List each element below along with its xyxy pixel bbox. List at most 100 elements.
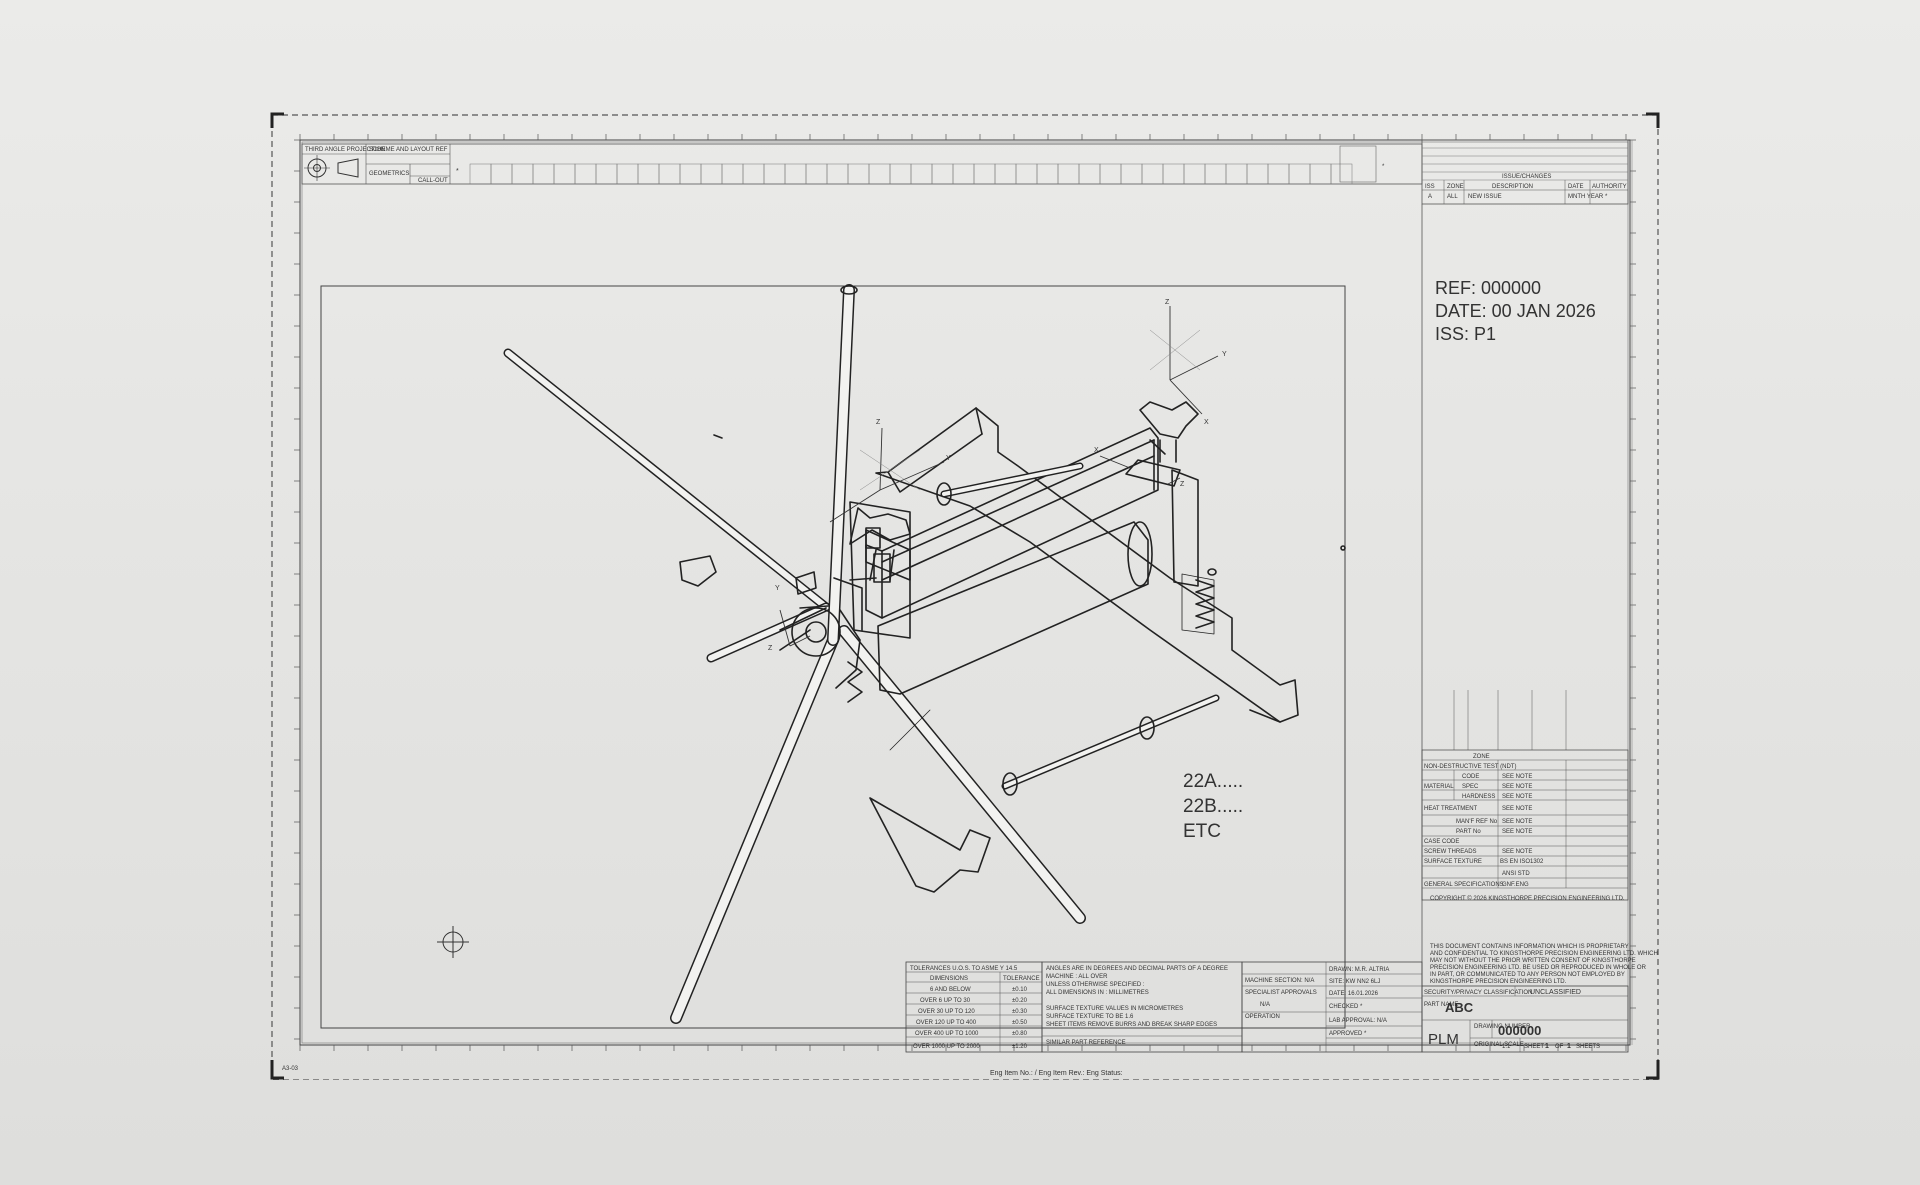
disclaimer-line: MAY NOT WITHOUT THE PRIOR WRITTEN CONSEN…: [1430, 958, 1636, 964]
axis-x-mid: X: [1094, 447, 1099, 454]
tolerance-row-value: ±0.10: [1012, 987, 1028, 993]
drawing-svg: THIRD ANGLE PROJECTION SCHEME AND LAYOUT…: [270, 112, 1660, 1081]
tolerance-row-value: ±0.30: [1012, 1009, 1028, 1015]
partno-value: SEE NOTE: [1502, 829, 1532, 835]
geometric-callout-cell: [1078, 163, 1101, 185]
geometric-callout-cell: [532, 163, 555, 185]
of-label: OF: [1555, 1044, 1564, 1050]
heat-value: SEE NOTE: [1502, 806, 1532, 812]
issue-row-iss: A: [1428, 194, 1432, 200]
part-name-label: PART NAME: [1424, 1002, 1458, 1008]
scheme-label: SCHEME AND LAYOUT REF: [369, 147, 448, 153]
geometric-callout-cell: [889, 163, 912, 185]
material-label: MATERIAL: [1424, 784, 1454, 790]
geometric-callout-cell: [1225, 163, 1248, 185]
geometric-callout-cell: [595, 163, 618, 185]
axis-z-left: Z: [876, 419, 881, 426]
approvals-block: MACHINE SECTION: N/A SPECIALIST APPROVAL…: [1241, 961, 1423, 1053]
geometric-callout-cell: [511, 163, 534, 185]
zone-label: ZONE: [1473, 754, 1490, 760]
operation-label: OPERATION: [1245, 1014, 1280, 1020]
geometric-callout-cell: [1246, 163, 1269, 185]
geometric-callout-cell: [679, 163, 702, 185]
geometric-callout-cell: [763, 163, 786, 185]
material-table: ZONE NON-DESTRUCTIVE TEST (NDT) MATERIAL…: [1421, 690, 1629, 901]
tolerance-row-value: ±0.50: [1012, 1020, 1028, 1026]
geometric-callout-cell: [1120, 163, 1143, 185]
geometric-callout-cell: [490, 163, 513, 185]
geometric-callout-cell: [1288, 163, 1311, 185]
top-bar: THIRD ANGLE PROJECTION SCHEME AND LAYOUT…: [301, 143, 1423, 185]
screw-threads-label: SCREW THREADS: [1424, 849, 1477, 855]
disclaimer-line: AND CONFIDENTIAL TO KINGSTHORPE PRECISIO…: [1430, 951, 1658, 957]
hardness-value: SEE NOTE: [1502, 794, 1532, 800]
issue-header-date: DATE: [1568, 184, 1584, 190]
annotation-line-3: ETC: [1183, 821, 1221, 842]
view-frame: [320, 285, 1346, 1029]
geometric-callout-cell: [637, 163, 660, 185]
geometric-callout-cell: [973, 163, 996, 185]
drawing-number: 000000: [1498, 1023, 1541, 1038]
code-label: CODE: [1462, 774, 1479, 780]
part-name: ABC: [1445, 1000, 1474, 1015]
callout-label: CALL-OUT: [418, 178, 448, 184]
case-code-label: CASE CODE: [1424, 839, 1459, 845]
security-value: UNCLASSIFIED: [1530, 989, 1581, 996]
tolerance-row-dimension: OVER 120 UP TO 400: [916, 1020, 977, 1026]
surface-texture-label: SURFACE TEXTURE: [1424, 859, 1482, 865]
mnfr-label: MAN'F REF No: [1456, 819, 1498, 825]
drawing-sheet: THIRD ANGLE PROJECTION SCHEME AND LAYOUT…: [270, 110, 1660, 1081]
issue-row-date: MNTH YEAR: [1568, 194, 1604, 200]
issue-header-description: DESCRIPTION: [1492, 184, 1533, 190]
outer-dashed-border: [271, 114, 1659, 1081]
axis-y-hub: Y: [775, 585, 780, 592]
machine-section: MACHINE SECTION: N/A: [1245, 978, 1314, 984]
geometric-callout-cell: [1267, 163, 1290, 185]
tolerance-row-dimension: OVER 6 UP TO 30: [920, 998, 971, 1004]
copyright: COPYRIGHT © 2026 KINGSTHORPE PRECISION E…: [1430, 895, 1625, 902]
annotation-line-1: 22A.....: [1183, 771, 1243, 792]
eng-item-footer: Eng Item No.: / Eng Item Rev.: Eng Statu…: [990, 1070, 1123, 1077]
geometric-callout-cell: [1162, 163, 1185, 185]
geometric-callout-cell: [1036, 163, 1059, 185]
top-bar-star: *: [456, 168, 459, 175]
geometric-callout-cell: [868, 163, 891, 185]
geometric-callout-cell: [553, 163, 576, 185]
geometric-callout-cell: [1309, 163, 1332, 185]
issue-header-iss: ISS: [1425, 184, 1435, 190]
disclaimer-line: KINGSTHORPE PRECISION ENGINEERING LTD.: [1430, 979, 1567, 985]
axis-z-top: Z: [1165, 299, 1170, 306]
issue-header-zone: ZONE: [1447, 184, 1464, 190]
note-line: ANGLES ARE IN DEGREES AND DECIMAL PARTS …: [1046, 966, 1228, 972]
note-line: MACHINE : ALL OVER: [1046, 974, 1108, 980]
tolerance-row-value: ±1.20: [1012, 1044, 1028, 1050]
axis-z-hub: Z: [768, 645, 773, 652]
sheet-label: SHEET: [1524, 1044, 1544, 1050]
note-line: SHEET ITEMS REMOVE BURRS AND BREAK SHARP…: [1046, 1022, 1217, 1028]
surface-value: BS EN ISO1302: [1500, 859, 1544, 865]
ndt-label: NON-DESTRUCTIVE TEST (NDT): [1424, 764, 1516, 770]
spec-label: SPEC: [1462, 784, 1479, 790]
checked: CHECKED *: [1329, 1004, 1363, 1010]
annotation-line-2: 22B.....: [1183, 796, 1243, 817]
geometric-callout-cell: [1141, 163, 1164, 185]
geometric-callout-cell: [742, 163, 765, 185]
disclaimer-line: IN PART, OR COMMUNICATED TO ANY PERSON N…: [1430, 972, 1625, 978]
drawn-by: DRAWN: M.R. ALTRIA: [1329, 967, 1389, 973]
code-value: SEE NOTE: [1502, 774, 1532, 780]
tolerance-row-dimension: OVER 30 UP TO 120: [918, 1009, 975, 1015]
axis-y-top: Y: [1222, 351, 1227, 358]
tolerance-table: TOLERANCES U.O.S. TO ASME Y 14.5 DIMENSI…: [905, 961, 1043, 1053]
hardness-label: HARDNESS: [1462, 794, 1495, 800]
axis-y-left: Y: [946, 455, 951, 462]
drawing-number-label: DRAWING NUMBER: [1474, 1024, 1531, 1030]
note-line: ALL DIMENSIONS IN : MILLIMETRES: [1046, 990, 1149, 996]
issue-row-zone: ALL: [1447, 194, 1458, 200]
specialist-na: N/A: [1260, 1002, 1270, 1008]
note-line: SURFACE TEXTURE VALUES IN MICROMETRES: [1046, 1006, 1183, 1012]
ref-date: DATE: 00 JAN 2026: [1435, 301, 1596, 321]
border-ticks: [294, 134, 1636, 1051]
geometric-callout-cell: [574, 163, 597, 185]
geometric-callout-cell: [805, 163, 828, 185]
